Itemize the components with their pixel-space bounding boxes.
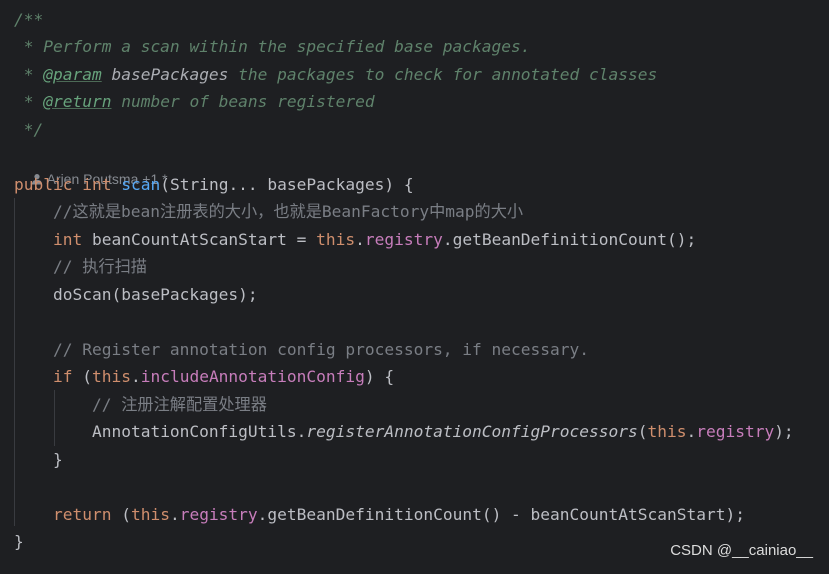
javadoc-close-line: */ [14, 116, 44, 143]
decl-variable: beanCountAtScanStart = [82, 230, 317, 249]
call-open-paren: ( [637, 422, 648, 441]
return-line: return (this.registry.getBeanDefinitionC… [14, 501, 745, 528]
decl-type-keyword: int [52, 230, 83, 249]
registry-field[interactable]: registry [364, 230, 443, 249]
do-scan-call[interactable]: doScan(basePackages); [52, 285, 258, 304]
utils-class[interactable]: AnnotationConfigUtils. [91, 422, 307, 441]
javadoc-param-name: basePackages [101, 65, 229, 84]
method-close-brace: } [14, 532, 24, 551]
comment-exec-line: // 执行扫描 [14, 253, 147, 280]
register-processors-method[interactable]: registerAnnotationConfigProcessors [306, 422, 638, 441]
if-keyword: if [52, 367, 73, 386]
dot: . [130, 367, 141, 386]
javadoc-param-prefix: * [14, 65, 44, 84]
return-expression: .getBeanDefinitionCount() - beanCountAtS… [257, 505, 745, 524]
return-type-keyword: int [82, 175, 112, 194]
dot: . [355, 230, 365, 249]
dot: . [686, 422, 697, 441]
comment-register-line: // Register annotation config processors… [14, 336, 589, 363]
if-line: if (this.includeAnnotationConfig) { [14, 363, 394, 390]
comment-exec-scan: // 执行扫描 [52, 257, 147, 276]
method-signature-line: public int scan(String... basePackages) … [14, 171, 414, 198]
comment-bean-registry-line: //这就是bean注册表的大小，也就是BeanFactory中map的大小 [14, 198, 523, 225]
dot: . [169, 505, 180, 524]
include-annotation-config-field[interactable]: includeAnnotationConfig [140, 367, 365, 386]
method-params: (String... basePackages) { [160, 175, 414, 194]
get-count-call: .getBeanDefinitionCount(); [442, 230, 697, 249]
if-block-close-line: } [14, 446, 63, 473]
this-keyword: this [91, 367, 131, 386]
indent-guide-if [54, 390, 55, 446]
author-hint-text: Arjen Poutsma +1 * [46, 171, 168, 187]
call-close: ); [774, 422, 794, 441]
declaration-line: int beanCountAtScanStart = this.registry… [14, 226, 696, 253]
return-open-paren: ( [111, 505, 131, 524]
author-inlay-hint[interactable]: Arjen Poutsma +1 * [15, 146, 168, 187]
if-open-paren: ( [72, 367, 92, 386]
person-icon [31, 174, 42, 185]
this-keyword: this [316, 230, 356, 249]
javadoc-param-line: * @param basePackages the packages to ch… [14, 61, 658, 88]
this-keyword: this [647, 422, 687, 441]
if-close-paren: ) { [364, 367, 395, 386]
comment-register-cn: // 注册注解配置处理器 [91, 395, 267, 414]
register-call-line: AnnotationConfigUtils.registerAnnotation… [14, 418, 794, 445]
javadoc-param-desc: the packages to check for annotated clas… [228, 65, 658, 84]
javadoc-return-line: * @return number of beans registered [14, 88, 375, 115]
javadoc-summary: * Perform a scan within the specified ba… [14, 37, 531, 56]
javadoc-return-prefix: * [14, 92, 44, 111]
comment-bean-registry-size: //这就是bean注册表的大小，也就是BeanFactory中map的大小 [52, 202, 524, 221]
csdn-watermark: CSDN @__cainiao__ [670, 542, 813, 559]
javadoc-close: */ [14, 120, 44, 139]
this-keyword: this [130, 505, 170, 524]
do-scan-line: doScan(basePackages); [14, 281, 258, 308]
comment-register-cn-line: // 注册注解配置处理器 [14, 391, 267, 418]
javadoc-summary-line: * Perform a scan within the specified ba… [14, 33, 531, 60]
modifier-keyword: public [14, 175, 73, 194]
return-keyword: return [52, 505, 112, 524]
comment-register-processors: // Register annotation config processors… [52, 340, 589, 359]
registry-field[interactable]: registry [696, 422, 775, 441]
javadoc-return-desc: number of beans registered [111, 92, 375, 111]
if-block-close: } [52, 450, 63, 469]
method-close-line: } [14, 528, 24, 555]
javadoc-param-tag: @param [43, 65, 102, 84]
javadoc-open-line: /** [14, 6, 43, 33]
javadoc-return-tag: @return [43, 92, 112, 111]
indent-guide-method [14, 198, 15, 526]
javadoc-open: /** [14, 10, 44, 29]
method-name[interactable]: scan [121, 175, 161, 194]
registry-field[interactable]: registry [179, 505, 258, 524]
